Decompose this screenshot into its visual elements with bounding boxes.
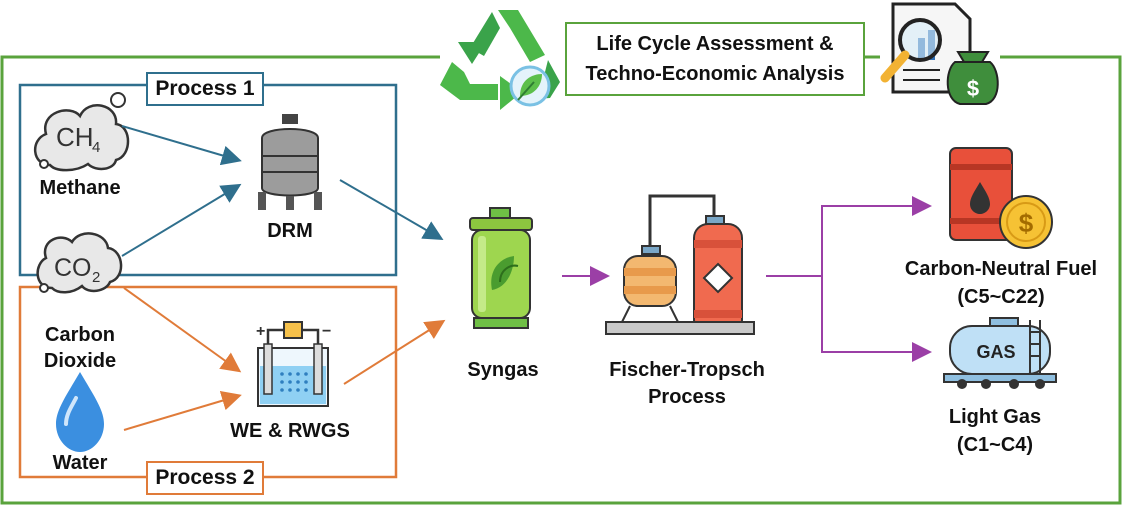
lca-title-line1: Life Cycle Assessment & [596, 33, 834, 55]
fuel-label-line2: (C5~C22) [957, 286, 1045, 308]
fuel-label-line1: Carbon-Neutral Fuel [904, 258, 1098, 280]
lca-tea-title-box: Life Cycle Assessment & Techno-Economic … [565, 22, 865, 96]
ft-label-line2: Process [648, 386, 726, 408]
arrow-co2-drm [121, 183, 242, 257]
co2-subscript: 2 [92, 269, 100, 286]
svg-text:−: − [322, 323, 331, 340]
svg-text:$: $ [967, 76, 979, 101]
lca-title-line2: Techno-Economic Analysis [585, 63, 845, 85]
arrow-water-we [123, 390, 242, 431]
svg-text:$: $ [1019, 208, 1034, 238]
arrow-co2-we [123, 287, 242, 373]
arrow-we-syngas [343, 319, 446, 385]
methane-cloud-icon: CH 4 [34, 92, 130, 172]
arrow-methane-drm [121, 125, 242, 166]
methane-formula: CH [56, 122, 94, 152]
co2-cloud-icon: CO 2 [36, 232, 123, 294]
drm-reactor-icon [258, 114, 322, 210]
syngas-cylinder-icon [469, 207, 533, 329]
gas-tank-icon: GAS [943, 317, 1057, 389]
we-rwgs-label: WE & RWGS [230, 420, 350, 442]
recycle-icon [440, 10, 560, 110]
methane-subscript: 4 [92, 139, 100, 156]
co2-label-line1: Carbon [45, 324, 115, 346]
svg-text:+: + [256, 323, 265, 340]
arrow-ft-fuel [766, 196, 932, 277]
arrow-drm-syngas [339, 179, 444, 241]
co2-label-line2: Dioxide [43, 350, 117, 372]
methane-label: Methane [39, 177, 121, 199]
electrolyzer-icon: + − [256, 321, 331, 407]
process1-title: Process 1 [146, 72, 264, 106]
gas-label-line1: Light Gas [948, 406, 1042, 428]
report-money-icon: $ [880, 2, 999, 105]
process2-title: Process 2 [146, 461, 264, 495]
water-drop-icon [56, 372, 104, 452]
gas-label-line2: (C1~C4) [956, 434, 1034, 456]
ft-label-line1: Fischer-Tropsch [609, 359, 765, 381]
water-label: Water [52, 452, 108, 474]
fuel-barrel-icon: $ [949, 147, 1053, 249]
fischer-tropsch-icon [605, 194, 755, 335]
drm-label: DRM [267, 220, 313, 242]
gas-tank-label: GAS [976, 342, 1015, 362]
co2-formula: CO [54, 254, 92, 282]
arrow-ft-gas [821, 276, 932, 362]
syngas-label: Syngas [467, 359, 539, 381]
